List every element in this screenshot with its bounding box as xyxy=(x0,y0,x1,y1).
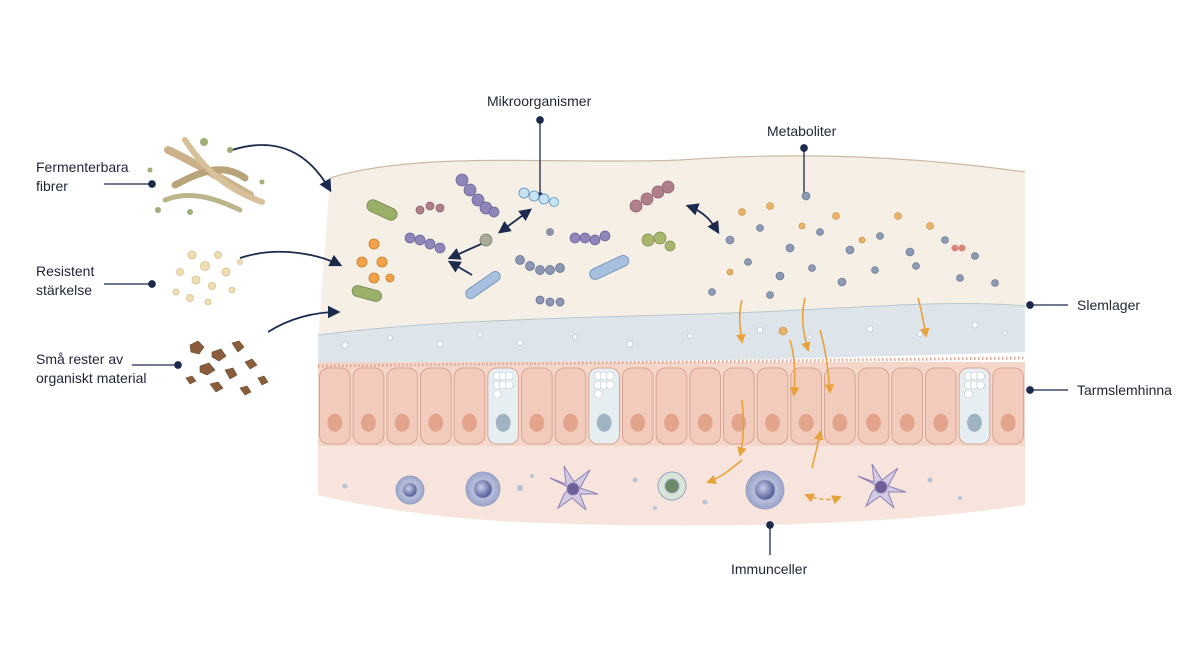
epithelial-cell xyxy=(925,367,957,445)
mucus-layer-label: Slemlager xyxy=(1077,297,1141,313)
epithelial-cell xyxy=(689,367,721,445)
epithelial-cell xyxy=(723,367,755,445)
epithelial-cell xyxy=(891,367,923,445)
cell-nucleus xyxy=(462,413,477,432)
cell-nucleus xyxy=(765,413,780,432)
mucus-granule xyxy=(605,371,615,381)
intestinal-mucosa xyxy=(317,356,1026,446)
epithelial-cell xyxy=(554,367,587,445)
cell-nucleus xyxy=(596,413,612,432)
mucus-granule xyxy=(964,389,973,399)
cell-nucleus xyxy=(529,413,545,432)
immune-cells-label: Immunceller xyxy=(731,561,808,577)
cell-nucleus xyxy=(664,413,679,432)
cell-nucleus xyxy=(495,413,511,432)
mucus-granule xyxy=(504,371,514,381)
cell-nucleus xyxy=(697,413,713,432)
epithelial-cell xyxy=(453,367,486,445)
metabolite-flow-arrows xyxy=(706,297,930,505)
mucus-granule xyxy=(504,380,514,390)
residue-label-line1: Små rester av xyxy=(36,351,124,367)
cell-nucleus xyxy=(899,413,915,432)
cell-nucleus xyxy=(1000,413,1016,432)
mucus-granule xyxy=(976,380,985,390)
metabolites-label: Metaboliter xyxy=(767,123,837,139)
intestinal-mucosa-label: Tarmslemhinna xyxy=(1077,382,1172,398)
microorganisms-label: Mikroorganismer xyxy=(487,93,592,109)
submucosa-particles xyxy=(342,474,962,510)
cell-nucleus xyxy=(798,413,814,432)
fibers-label-line1: Fermenterbara xyxy=(36,159,129,175)
epithelial-cell xyxy=(857,367,890,445)
cell-nucleus xyxy=(563,413,578,432)
cell-nucleus xyxy=(428,413,444,432)
epithelial-cell xyxy=(386,367,419,445)
residue-label-line2: organiskt material xyxy=(36,370,147,386)
epithelial-cell xyxy=(521,367,553,445)
starch-label-line2: stärkelse xyxy=(36,282,93,298)
mucus-granule xyxy=(593,389,603,399)
mucus-granule xyxy=(976,371,985,381)
fibers-label-line2: fibrer xyxy=(36,178,68,194)
starch-label-line1: Resistent xyxy=(36,263,95,279)
organic-residue-icon xyxy=(185,340,269,396)
cell-nucleus xyxy=(361,413,376,432)
epithelial-cell xyxy=(992,367,1024,445)
bacteria-icon xyxy=(351,173,676,307)
cell-nucleus xyxy=(630,413,646,432)
epithelial-cell xyxy=(420,367,452,445)
cell-nucleus xyxy=(394,413,410,432)
cell-nucleus xyxy=(967,413,982,432)
mucus-granule xyxy=(492,389,502,399)
cell-nucleus xyxy=(866,413,881,432)
epithelial-cell xyxy=(622,367,654,445)
fiber-bundle-icon xyxy=(147,137,265,215)
metabolite-dot-icon xyxy=(708,191,999,336)
mucus-layer xyxy=(317,303,1026,366)
cell-nucleus xyxy=(832,413,848,432)
starch-label: Resistent stärkelse xyxy=(36,262,94,300)
input-arrows xyxy=(231,144,720,333)
residue-label: Små rester av organiskt material xyxy=(36,350,147,388)
mucus-granule xyxy=(605,380,615,390)
leader-lines xyxy=(104,116,1068,555)
epithelial-cell xyxy=(352,367,385,445)
epithelial-cell xyxy=(655,367,688,445)
highlighted-microorganism xyxy=(518,187,559,207)
cell-nucleus xyxy=(327,413,343,432)
epithelial-cell xyxy=(790,367,822,445)
immune-cell-icon xyxy=(395,463,907,511)
epithelial-cell xyxy=(319,367,351,445)
starch-granules-icon xyxy=(172,250,243,306)
fibers-label: Fermenterbara fibrer xyxy=(36,158,129,196)
epithelial-cell xyxy=(756,367,789,445)
cell-nucleus xyxy=(933,413,949,432)
